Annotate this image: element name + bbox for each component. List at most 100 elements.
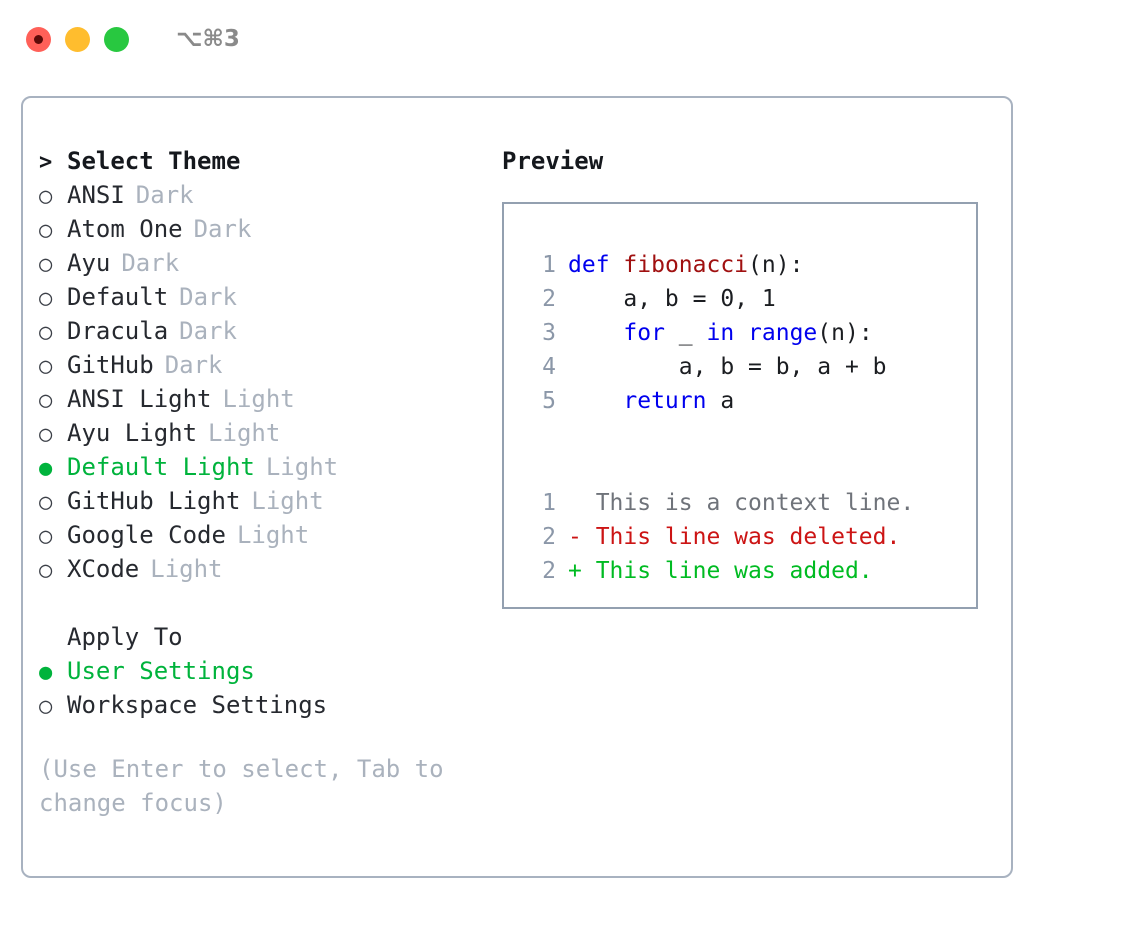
theme-item-category-tag: Dark (121, 249, 180, 277)
radio-unselected-icon[interactable]: ○ (39, 558, 53, 583)
code-token: in (706, 320, 735, 346)
maximize-button[interactable] (104, 26, 129, 52)
radio-unselected-icon[interactable]: ○ (39, 388, 53, 413)
select-theme-heading: > Select Theme (39, 144, 479, 178)
radio-unselected-icon[interactable]: ○ (39, 524, 53, 549)
minimize-button[interactable] (65, 26, 90, 52)
code-line: 3 for _ in range(n): (522, 316, 976, 350)
radio-unselected-icon[interactable]: ○ (39, 354, 53, 379)
theme-list-item[interactable]: ○ GitHub Dark (39, 348, 479, 382)
theme-item-category-tag: Light (265, 453, 339, 481)
radio-selected-icon[interactable]: ● (39, 456, 53, 481)
theme-list-item[interactable]: ○ Ayu Light Light (39, 416, 479, 450)
code-token: for (623, 320, 665, 346)
code-token (610, 252, 624, 278)
radio-unselected-icon[interactable]: ○ (39, 286, 53, 311)
keyboard-hint-text: (Use Enter to select, Tab to change focu… (39, 755, 444, 817)
code-token: range (748, 320, 818, 346)
diff-line: 2- This line was deleted. (522, 520, 976, 554)
theme-item-label: Default Light (67, 453, 255, 481)
apply-to-list: ●User Settings○Workspace Settings (39, 654, 479, 722)
radio-selected-icon[interactable]: ● (39, 660, 53, 685)
code-diff-separator (522, 418, 976, 452)
apply-to-heading-label: Apply To (67, 623, 183, 651)
diff-sample: 1 This is a context line.2- This line wa… (522, 486, 976, 588)
theme-list-item[interactable]: ● Default Light Light (39, 450, 479, 484)
code-token: (n): (748, 252, 804, 278)
code-token: fibonacci (623, 252, 749, 278)
traffic-light-group (26, 26, 129, 52)
theme-item-category-tag: Light (236, 521, 310, 549)
code-line-content: a, b = 0, 1 (568, 282, 775, 316)
code-line-number: 4 (542, 354, 556, 380)
radio-unselected-icon[interactable]: ○ (39, 218, 53, 243)
recording-indicator-icon (34, 34, 43, 44)
diff-sign: + (568, 558, 582, 584)
code-token: def (568, 252, 610, 278)
apply-to-item[interactable]: ○Workspace Settings (39, 688, 479, 722)
code-line-number: 1 (542, 252, 556, 278)
code-line-number: 2 (542, 286, 556, 312)
prompt-caret-icon: > (39, 150, 53, 175)
theme-list-item[interactable]: ○ Default Dark (39, 280, 479, 314)
code-line-number: 5 (542, 388, 556, 414)
diff-line-content: - This line was deleted. (568, 520, 900, 554)
theme-item-category-tag: Dark (135, 181, 194, 209)
code-token (734, 320, 748, 346)
title-bar: ⌥⌘3 (0, 0, 1140, 78)
theme-item-label: Default (67, 283, 169, 311)
code-line: 1 def fibonacci(n): (522, 248, 976, 282)
code-line: 2 a, b = 0, 1 (522, 282, 976, 316)
radio-unselected-icon[interactable]: ○ (39, 252, 53, 277)
diff-line-number: 1 (542, 490, 556, 516)
theme-item-category-tag: Dark (193, 215, 252, 243)
select-theme-heading-label: Select Theme (67, 147, 241, 175)
theme-item-label: Dracula (67, 317, 169, 345)
radio-unselected-icon[interactable]: ○ (39, 184, 53, 209)
code-token: (n): (817, 320, 873, 346)
theme-item-label: ANSI (67, 181, 125, 209)
diff-line: 1 This is a context line. (522, 486, 976, 520)
theme-item-category-tag: Light (222, 385, 295, 413)
theme-item-category-tag: Light (208, 419, 281, 447)
radio-unselected-icon[interactable]: ○ (39, 320, 53, 345)
diff-line-content: This is a context line. (568, 486, 915, 520)
apply-to-item[interactable]: ●User Settings (39, 654, 479, 688)
apply-to-heading: ○ Apply To (39, 620, 479, 654)
radio-unselected-icon[interactable]: ○ (39, 694, 53, 719)
theme-item-label: XCode (67, 555, 140, 583)
close-button[interactable] (26, 26, 51, 52)
code-diff-separator-2 (522, 452, 976, 486)
code-token: a, b = b, a + b (678, 354, 887, 380)
theme-item-category-tag: Dark (179, 283, 237, 311)
diff-line-text: This line was deleted. (581, 524, 901, 550)
code-line-content: return a (568, 384, 734, 418)
theme-item-label: Ayu Light (67, 419, 198, 447)
theme-list-item[interactable]: ○ Dracula Dark (39, 314, 479, 348)
code-token: a (706, 388, 735, 414)
diff-line-text: This is a context line. (581, 490, 915, 516)
diff-line-content: + This line was added. (568, 554, 873, 588)
code-token: return (623, 388, 707, 414)
code-line-content: a, b = b, a + b (568, 350, 887, 384)
theme-item-category-tag: Dark (164, 351, 223, 379)
radio-unselected-icon[interactable]: ○ (39, 490, 53, 515)
code-line: 4 a, b = b, a + b (522, 350, 976, 384)
radio-unselected-icon[interactable]: ○ (39, 422, 53, 447)
theme-list-item[interactable]: ○ ANSI Dark (39, 178, 479, 212)
code-token: _ (664, 320, 707, 346)
theme-item-category-tag: Dark (179, 317, 237, 345)
diff-line: 2+ This line was added. (522, 554, 976, 588)
theme-item-label: GitHub (67, 351, 154, 379)
